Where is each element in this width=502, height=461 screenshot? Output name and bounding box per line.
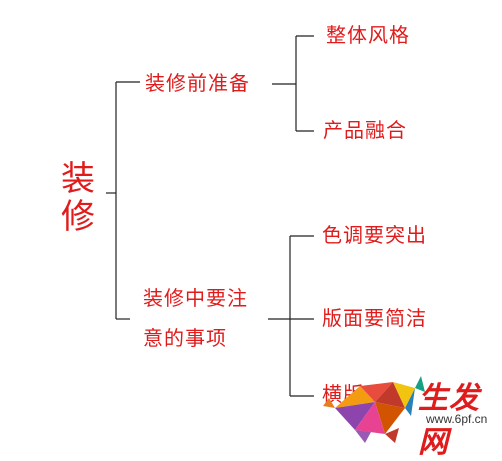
leaf-fusion: 产品融合 bbox=[323, 118, 407, 142]
leaf-style: 整体风格 bbox=[326, 23, 410, 47]
leaf-layout: 版面要简洁 bbox=[322, 306, 427, 330]
branch-notes-label-line1: 装修中要注 bbox=[143, 286, 248, 310]
root-char-1: 装 bbox=[61, 159, 95, 199]
branch-before-label: 装修前准备 bbox=[145, 71, 250, 95]
root-char-2: 修 bbox=[61, 197, 95, 237]
root-node: 装 修 bbox=[58, 160, 98, 236]
leaf-color: 色调要突出 bbox=[322, 223, 427, 247]
bull-logo-icon bbox=[323, 376, 425, 443]
connector-lines bbox=[106, 35, 314, 397]
watermark-url: www.6pf.cn bbox=[426, 412, 488, 426]
mind-map: 装 修 装修前准备 装修中要注 意的事项 整体风格 产品融合 色调要突出 版面要… bbox=[58, 23, 488, 460]
branch-notes-label-line2: 意的事项 bbox=[143, 326, 227, 350]
